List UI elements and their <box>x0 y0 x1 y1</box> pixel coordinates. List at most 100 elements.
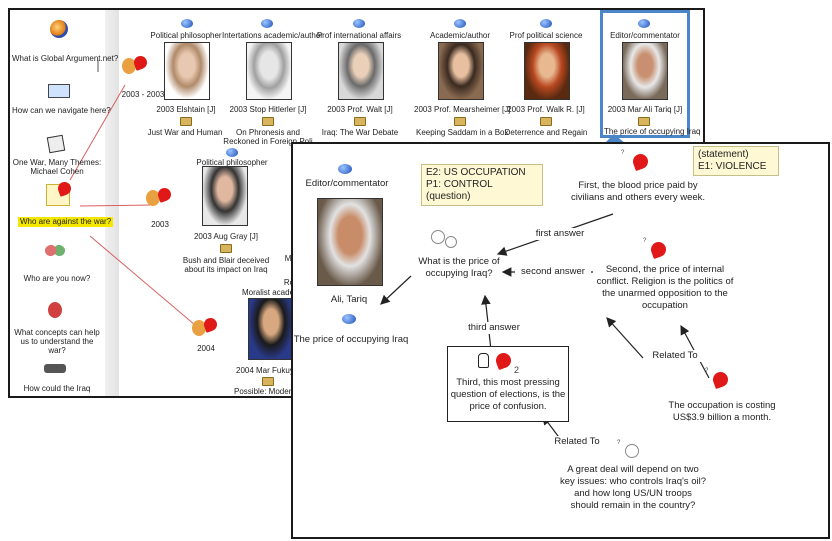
author-work[interactable]: The price of occupying Iraq <box>293 334 409 345</box>
person-photo[interactable] <box>338 42 384 100</box>
globe-icon <box>454 19 466 28</box>
question-marker: ? <box>617 440 621 446</box>
answer-text: Third, this most pressing question of el… <box>450 377 566 412</box>
author-name[interactable]: Ali, Tariq <box>330 294 368 305</box>
people-group-icon[interactable] <box>146 190 160 206</box>
folder-icon[interactable] <box>638 117 650 126</box>
laptop-icon[interactable] <box>48 84 70 98</box>
sidebar-item-selected-label[interactable]: Who are against the war? <box>18 217 114 227</box>
person-role: Editor/commentator <box>610 31 680 40</box>
text-fragment: Ro <box>283 278 295 287</box>
person-role: Prof political science <box>509 31 583 40</box>
concepts-icon[interactable] <box>48 302 62 318</box>
person-work[interactable]: Keeping Saddam in a Box <box>416 128 509 137</box>
globe-icon <box>342 314 356 324</box>
person-work[interactable]: Iraq: The War Debate <box>321 128 399 137</box>
person-photo[interactable] <box>438 42 484 100</box>
hand-cursor-icon <box>478 353 489 368</box>
folder-icon[interactable] <box>262 117 274 126</box>
tag-note-statement: (statement) E1: VIOLENCE <box>693 146 779 176</box>
folder-icon[interactable] <box>220 244 232 253</box>
question-marker: ? <box>621 150 625 156</box>
person-work[interactable]: Just War and Human <box>147 128 223 137</box>
edge-label: second answer <box>515 266 591 278</box>
answer-node[interactable]: A great deal will depend on two key issu… <box>560 464 706 511</box>
question-marker: ? <box>643 238 647 244</box>
answer-node[interactable]: First, the blood price paid by civilians… <box>570 180 706 203</box>
answer-node[interactable]: The occupation is costing US$3.9 billion… <box>668 400 776 423</box>
folder-icon[interactable] <box>540 117 552 126</box>
sidebar-item-label[interactable]: How can we navigate here? <box>12 106 111 115</box>
question-bubble-icon <box>445 236 457 248</box>
question-marker: ? <box>705 368 709 374</box>
tag-note-question: E2: US OCCUPATION P1: CONTROL (question) <box>421 164 543 206</box>
text-fragment: Mi <box>284 254 294 263</box>
question-bubble-icon <box>431 230 445 244</box>
question-icon <box>493 350 514 371</box>
edge-label: Related To <box>647 350 703 362</box>
person-photo[interactable] <box>246 42 292 100</box>
person-work[interactable]: Deterrence and Regain <box>504 128 588 137</box>
edge-label: third answer <box>463 322 525 334</box>
sidebar-divider <box>105 10 119 396</box>
globe-icon <box>338 164 352 174</box>
sidebar-item-label[interactable]: Who are you now? <box>23 274 91 283</box>
person-photo[interactable] <box>248 298 294 360</box>
person-photo[interactable] <box>202 166 248 226</box>
person-work[interactable]: The price of occupying Iraq <box>604 127 701 136</box>
person-photo[interactable] <box>622 42 668 100</box>
person-caption[interactable]: 2003 Stop Hitlerler [J] <box>229 105 307 114</box>
sidebar-item-label[interactable]: One War, Many Themes: Michael Cohen <box>12 158 102 176</box>
sidebar-item-label[interactable]: How could the Iraq <box>23 384 91 393</box>
globe-icon <box>353 19 365 28</box>
sidebar-item-label[interactable]: What is Global Argument.net? <box>12 54 119 63</box>
person-work[interactable]: On Phronesis and Reckoned in Foreign Pol… <box>223 128 313 146</box>
folder-icon[interactable] <box>262 377 274 386</box>
person-work[interactable]: Possible: Modernisation <box>234 387 294 396</box>
globe-icon <box>181 19 193 28</box>
person-role: Political philosopher <box>196 158 268 167</box>
globe-icon <box>261 19 273 28</box>
author-role: Editor/commentator <box>305 178 389 189</box>
avatars-icon[interactable] <box>44 244 66 260</box>
author-photo[interactable] <box>317 198 383 286</box>
person-caption[interactable]: 2003 Prof. Walt [J] <box>327 105 393 114</box>
edge-label: Related To <box>549 436 605 448</box>
person-caption[interactable]: 2003 Aug Gray [J] <box>193 232 259 241</box>
person-caption[interactable]: 2003 Prof. Walk R. [J] <box>507 105 585 114</box>
question-bubble-icon <box>625 444 639 458</box>
cluster-label[interactable]: 2004 <box>197 344 215 353</box>
globe-icon <box>540 19 552 28</box>
back-map-links <box>69 60 196 326</box>
person-role: Intertations academic/author <box>222 31 323 40</box>
people-group-icon[interactable] <box>122 58 136 74</box>
folder-icon[interactable] <box>454 117 466 126</box>
selected-person-frame[interactable] <box>600 10 690 138</box>
person-caption[interactable]: 2003 Elshtain [J] <box>156 105 216 114</box>
central-question[interactable]: What is the price of occupying Iraq? <box>418 256 500 279</box>
sidebar-item-label[interactable]: What concepts can help us to understand … <box>14 328 100 355</box>
globe-icon[interactable] <box>50 20 68 38</box>
count-marker: 2 <box>514 365 520 375</box>
globe-icon <box>638 19 650 28</box>
person-photo[interactable] <box>524 42 570 100</box>
cluster-label[interactable]: 2003 - 2003 <box>121 90 165 99</box>
book-icon[interactable] <box>46 134 66 154</box>
person-caption[interactable]: 2003 Mar Ali Tariq [J] <box>607 105 683 114</box>
person-work[interactable]: Bush and Blair deceived about its impact… <box>182 256 270 274</box>
argument-detail-window: Editor/commentator Ali, Tariq The price … <box>291 142 830 539</box>
cluster-label[interactable]: 2003 <box>151 220 169 229</box>
person-caption[interactable]: 2003 Prof. Mearsheimer [J] <box>414 105 511 114</box>
answer-node-selected[interactable]: 2 Third, this most pressing question of … <box>447 346 569 422</box>
person-caption[interactable]: 2004 Mar Fukuyama <box>236 366 294 375</box>
tank-icon[interactable] <box>44 364 66 373</box>
person-photo[interactable] <box>164 42 210 100</box>
folder-icon[interactable] <box>180 117 192 126</box>
answer-node[interactable]: Second, the price of internal conflict. … <box>596 264 734 311</box>
edge-label: first answer <box>525 228 595 240</box>
globe-icon <box>226 148 238 157</box>
people-group-icon[interactable] <box>192 320 206 336</box>
folder-icon[interactable] <box>354 117 366 126</box>
person-role: Prof international affairs <box>316 31 402 40</box>
person-role: Moralist academic/director <box>242 288 298 297</box>
